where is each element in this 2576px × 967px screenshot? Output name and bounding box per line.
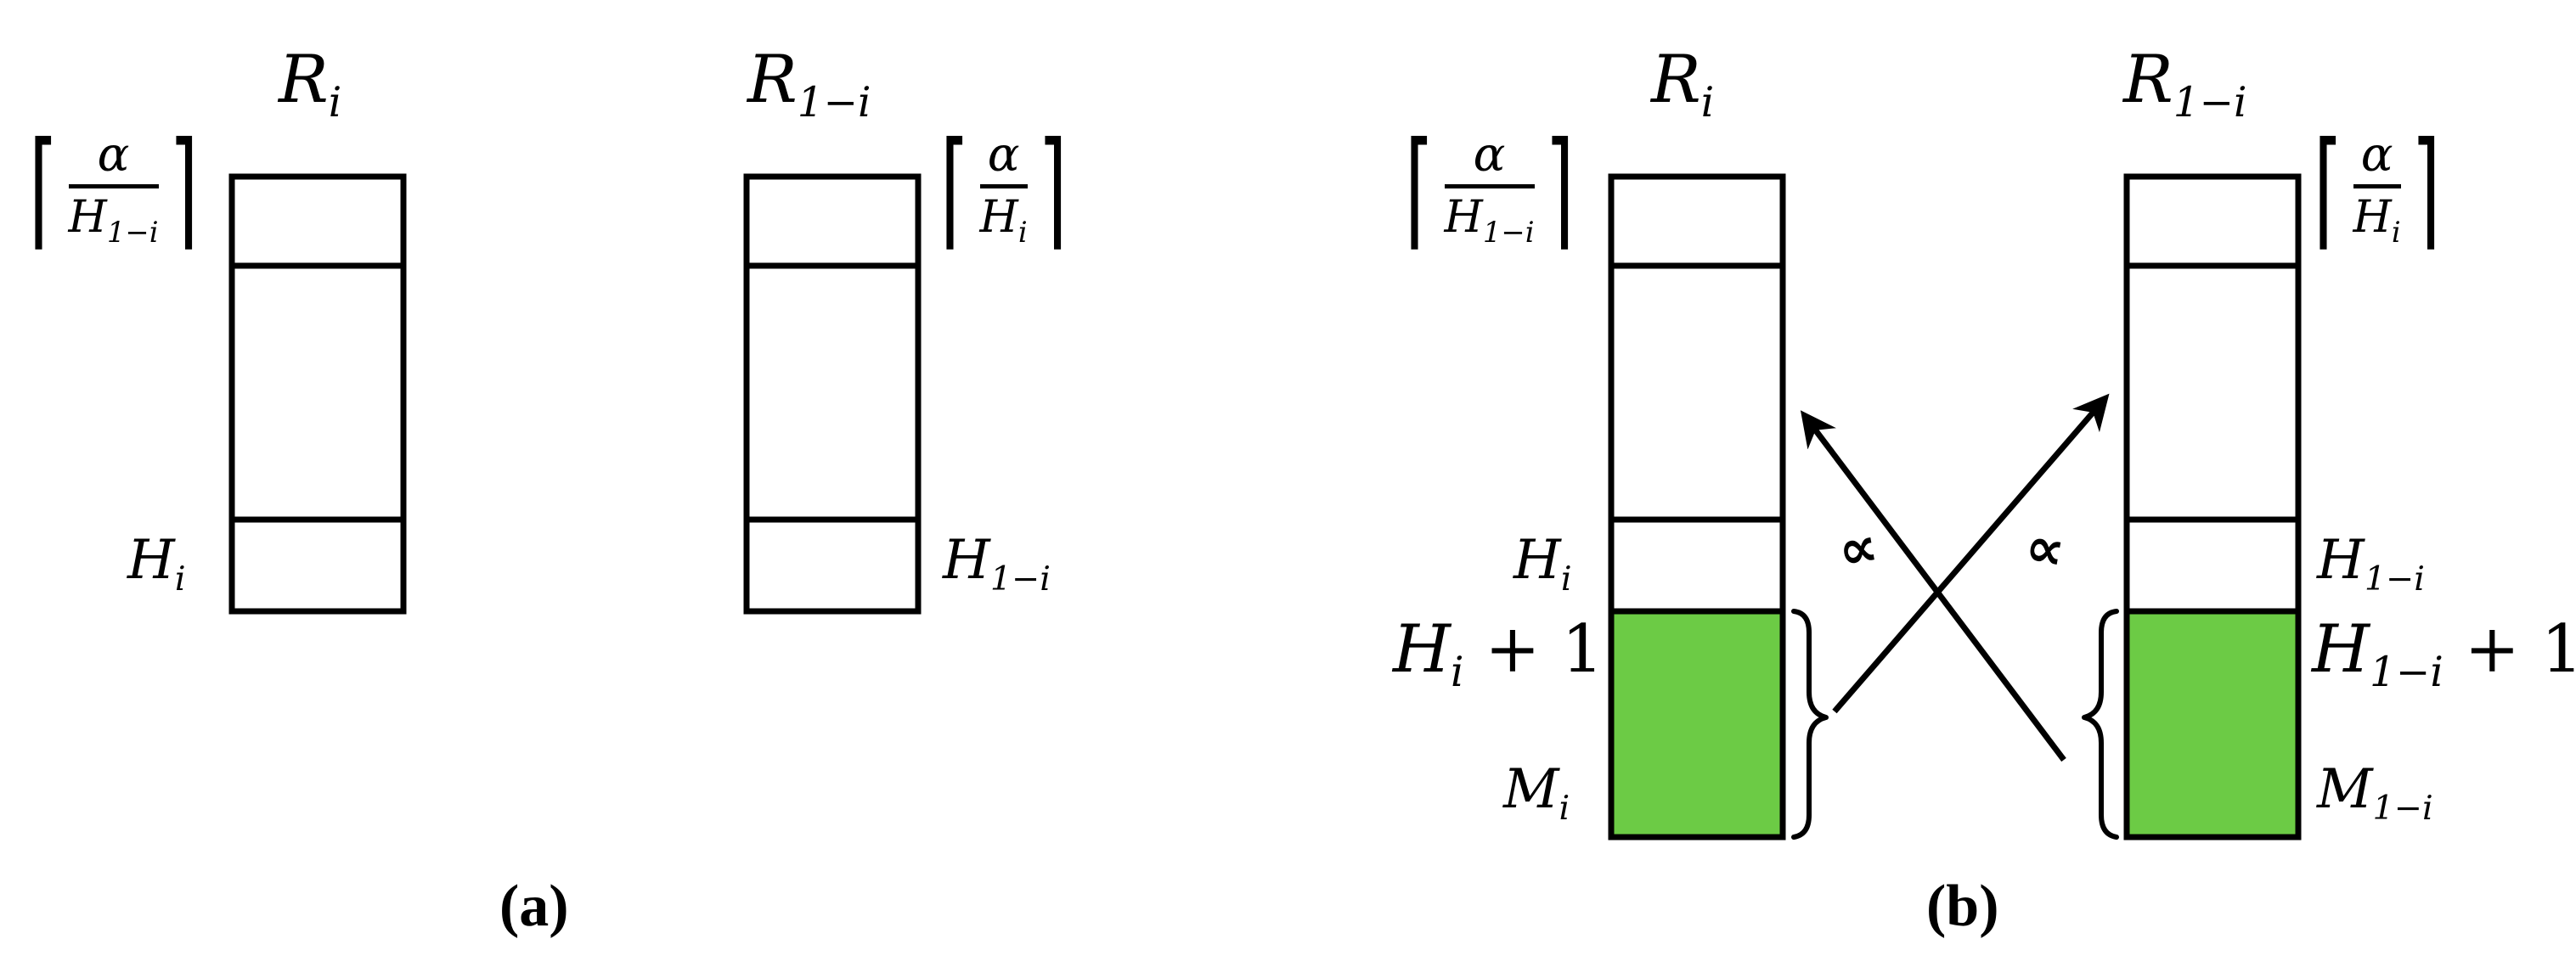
panel-b-right-m-label: M1−i xyxy=(2317,758,2433,828)
green-overflow-block-right xyxy=(2127,611,2298,837)
panel-b-left-m-label: Mi xyxy=(1503,758,1570,828)
green-overflow-block-left xyxy=(1611,611,1783,837)
panel-b-caption: (b) xyxy=(1926,874,1999,939)
arrowhead-icon xyxy=(1832,393,2110,714)
panel-b-left-column xyxy=(1608,173,1786,841)
panel-b-right-title: R1−i xyxy=(2123,42,2247,126)
panel-a-right-ceil-fraction: ⌈ α Hi ⌉ xyxy=(939,115,1068,263)
panel-a-left-title: Ri xyxy=(279,42,342,126)
arrowhead-icon xyxy=(1800,410,2066,762)
panel-b-right-plus-one-label: H1−i + 1 xyxy=(2312,611,2576,696)
panel-a-left-bottom-label: Hi xyxy=(127,529,186,599)
panel-a-left-column xyxy=(228,173,407,615)
panel-b-right-mid-label: H1−i xyxy=(2317,529,2425,599)
panel-b-right-column xyxy=(2123,173,2302,841)
panel-b-left-ceil-fraction: ⌈ α H1−i ⌉ xyxy=(1404,115,1575,263)
panel-a-right-title: R1−i xyxy=(747,42,871,126)
panel-a-left-ceil-fraction: ⌈ α H1−i ⌉ xyxy=(28,115,199,263)
panel-a-right-column xyxy=(743,173,922,615)
panel-a-right-bottom-label: H1−i xyxy=(943,529,1051,599)
panel-b-left-title: Ri xyxy=(1651,42,1715,126)
curly-brace-icon xyxy=(1791,609,1829,840)
panel-a-caption: (a) xyxy=(499,874,569,939)
panel-b-left-plus-one-label: Hi + 1 xyxy=(1393,611,1604,696)
panel-b-left-mid-label: Hi xyxy=(1513,529,1572,599)
panel-b-right-ceil-fraction: ⌈ α Hi ⌉ xyxy=(2313,115,2441,263)
curly-brace-icon xyxy=(2082,609,2119,840)
